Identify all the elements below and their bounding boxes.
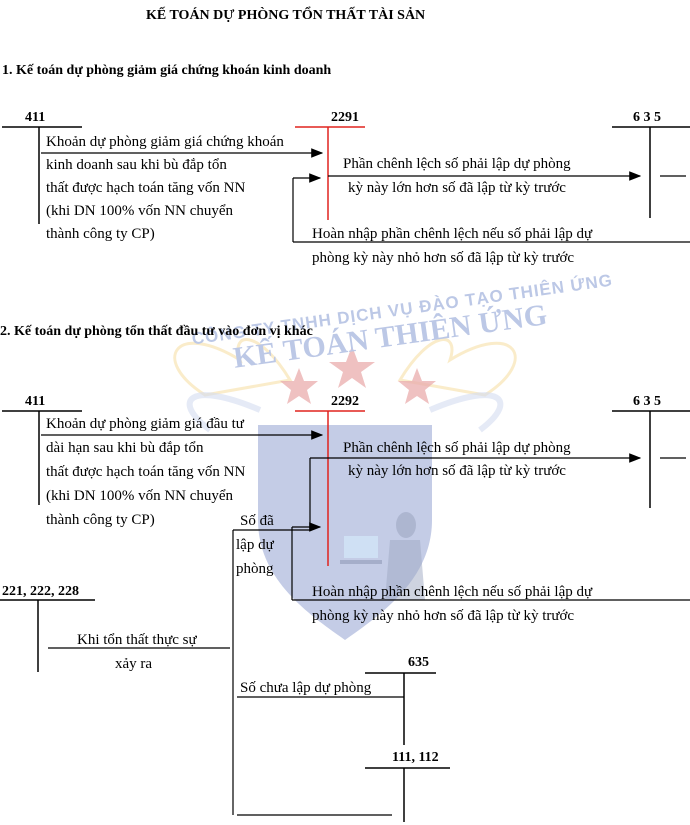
not-yet-provisioned: Số chưa lập dự phòng [240, 680, 372, 696]
account-411: 411 [25, 110, 46, 125]
section2-provision-line-2: kỳ này lớn hơn số đã lập từ kỳ trước [348, 463, 566, 479]
section2-heading: 2. Kế toán dự phòng tổn thất đầu tư vào … [0, 324, 313, 339]
section2-left-line-4: (khi DN 100% vốn NN chuyển [46, 488, 234, 504]
section2-reversal-line-1: Hoàn nhập phần chênh lệch nếu số phải lậ… [312, 584, 593, 600]
section1-left-line-3: thất được hạch toán tăng vốn NN [46, 180, 246, 196]
section2-left-line-3: thất được hạch toán tăng vốn NN [46, 464, 246, 480]
section2-provision-line-1: Phần chênh lệch số phải lập dự phòng [343, 440, 571, 456]
section2-left-line-2: dài hạn sau khi bù đắp tổn [46, 440, 204, 456]
already-provisioned-line-3: phòng [236, 561, 274, 577]
actual-loss-line-1: Khi tổn thất thực sự [77, 632, 197, 648]
account-635-s2: 6 3 5 [633, 394, 661, 409]
account-635-second: 635 [408, 655, 429, 670]
section1-provision-line-2: kỳ này lớn hơn số đã lập từ kỳ trước [348, 180, 566, 196]
account-111-112: 111, 112 [392, 750, 439, 765]
section1-left-line-1: Khoản dự phòng giảm giá chứng khoán [46, 134, 284, 150]
actual-loss-line-2: xảy ra [115, 656, 153, 672]
already-provisioned-line-2: lập dự [236, 537, 274, 553]
account-635: 6 3 5 [633, 110, 661, 125]
section1-provision-line-1: Phần chênh lệch số phải lập dự phòng [343, 156, 571, 172]
section1-left-line-5: thành công ty CP) [46, 226, 155, 242]
account-221-222-228: 221, 222, 228 [2, 584, 79, 599]
section1-reversal-line-1: Hoàn nhập phần chênh lệch nếu số phải lậ… [312, 226, 593, 242]
section1-reversal-line-2: phòng kỳ này nhỏ hơn số đã lập từ kỳ trư… [312, 250, 575, 266]
section2-left-line-5: thành công ty CP) [46, 512, 155, 528]
section2-left-line-1: Khoản dự phòng giảm giá đầu tư [46, 416, 244, 432]
section2-reversal-line-2: phòng kỳ này nhỏ hơn số đã lập từ kỳ trư… [312, 608, 575, 624]
section1-heading: 1. Kế toán dự phòng giảm giá chứng khoán… [2, 63, 332, 78]
account-411-s2: 411 [25, 394, 46, 409]
account-2291: 2291 [331, 110, 359, 125]
page-title: KẾ TOÁN DỰ PHÒNG TỔN THẤT TÀI SẢN [146, 8, 426, 23]
section1-left-line-2: kinh doanh sau khi bù đắp tổn [46, 157, 227, 173]
section1-left-line-4: (khi DN 100% vốn NN chuyển [46, 203, 234, 219]
account-2292: 2292 [331, 394, 359, 409]
already-provisioned-line-1: Số đã [240, 513, 274, 529]
